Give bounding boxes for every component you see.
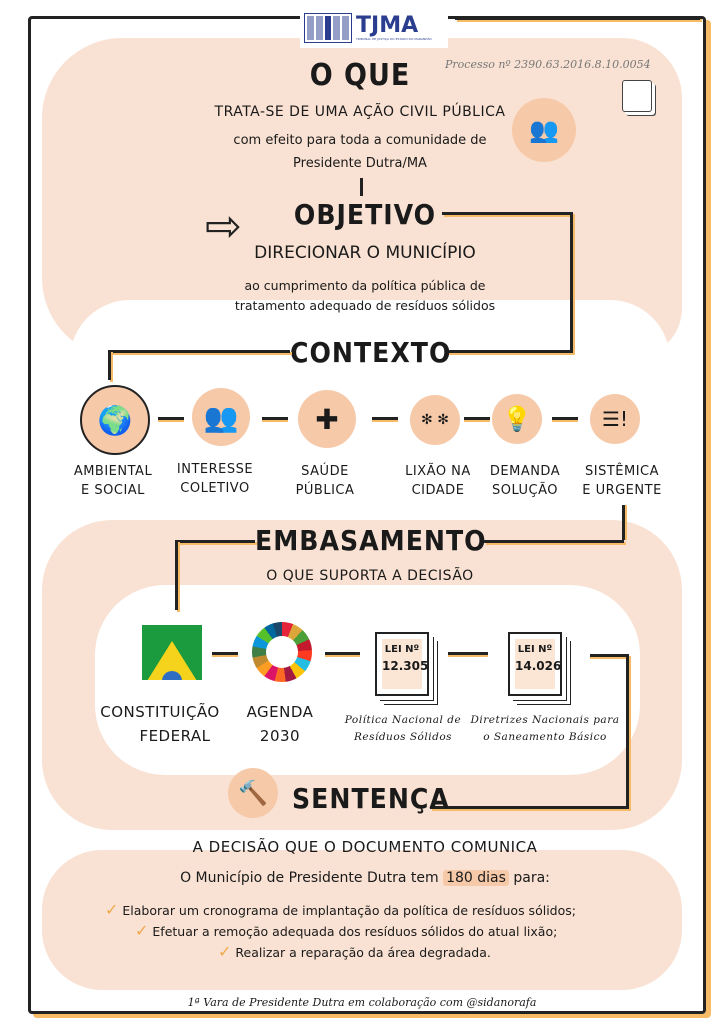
logo-subtitle: TRIBUNAL DE JUSTIÇA DO ESTADO DO MARANHÃ… — [356, 37, 432, 41]
document-icon — [622, 80, 652, 112]
connector-line — [430, 806, 629, 809]
sdg-wheel-icon — [252, 622, 312, 682]
o-que-line3: Presidente Dutra/MA — [293, 156, 427, 171]
task-item: ✓Elaborar um cronograma de implantação d… — [105, 900, 576, 919]
courthouse-icon — [304, 13, 352, 43]
connector-line — [484, 540, 624, 543]
globe-icon: 🌍 — [80, 385, 150, 455]
footer-credit: 1ª Vara de Presidente Dutra em colaboraç… — [187, 996, 537, 1009]
flies-icon: ✻ ✻ — [410, 395, 460, 445]
checklist-alert-icon: ☰! — [590, 394, 640, 444]
connector-line — [108, 350, 111, 380]
crowd-icon: 👥 — [512, 98, 576, 162]
process-number: Processo nº 2390.63.2016.8.10.0054 — [445, 58, 651, 71]
background-blob — [42, 850, 682, 990]
section-title-contexto: CONTEXTO — [290, 336, 452, 369]
connector-dash — [590, 654, 628, 657]
connector-line — [108, 350, 290, 353]
connector-line — [570, 212, 573, 352]
sentenca-intro: O Município de Presidente Dutra tem 180 … — [180, 870, 550, 886]
lightbulb-icon: 💡 — [492, 394, 542, 444]
section-title-objetivo: OBJETIVO — [293, 198, 437, 231]
connector-dash — [372, 417, 398, 420]
connector-line — [626, 654, 629, 808]
connector-line — [175, 540, 178, 610]
objetivo-line1: ao cumprimento da política pública de — [244, 278, 486, 293]
arrow-icon: ⇨ — [205, 201, 242, 252]
objetivo-line2: tratamento adequado de resíduos sólidos — [234, 298, 496, 313]
o-que-line1: TRATA-SE DE UMA AÇÃO CIVIL PÚBLICA — [214, 104, 506, 120]
o-que-line2: com efeito para toda a comunidade de — [233, 133, 487, 148]
connector-dash — [448, 652, 488, 655]
connector-dash — [212, 652, 238, 655]
connector-dash — [158, 417, 184, 420]
connector-line — [445, 350, 573, 353]
connector-line — [442, 212, 572, 215]
objetivo-subtitle: DIRECIONAR O MUNICÍPIO — [254, 243, 476, 263]
connector-dash — [552, 417, 578, 420]
top-border-line — [455, 17, 700, 20]
task-item: ✓Efetuar a remoção adequada dos resíduos… — [135, 921, 558, 940]
task-item: ✓Realizar a reparação da área degradada. — [218, 942, 491, 961]
brazil-flag-icon — [142, 625, 202, 680]
connector-line — [360, 178, 363, 196]
checkmark-icon: ✓ — [218, 942, 232, 961]
crowd-icon: 👥 — [192, 388, 250, 446]
health-cross-hands-icon: ✚ — [298, 390, 356, 448]
deadline-highlight: 180 dias — [443, 870, 509, 886]
checkmark-icon: ✓ — [135, 921, 149, 940]
logo-name: TJMA — [356, 13, 419, 38]
connector-line — [622, 505, 625, 540]
section-title-o-que: O QUE — [309, 58, 411, 93]
connector-dash — [262, 417, 288, 420]
embasamento-subtitle: O QUE SUPORTA A DECISÃO — [266, 568, 474, 584]
section-title-embasamento: EMBASAMENTO — [255, 524, 487, 557]
tjma-logo: TJMA TRIBUNAL DE JUSTIÇA DO ESTADO DO MA… — [300, 8, 448, 48]
section-title-sentenca: SENTENÇA — [292, 782, 450, 815]
sentenca-subtitle: A DECISÃO QUE O DOCUMENTO COMUNICA — [192, 838, 538, 856]
checkmark-icon: ✓ — [105, 900, 119, 919]
gavel-icon: 🔨 — [228, 768, 278, 818]
connector-dash — [464, 417, 490, 420]
connector-line — [175, 540, 255, 543]
connector-dash — [325, 652, 360, 655]
